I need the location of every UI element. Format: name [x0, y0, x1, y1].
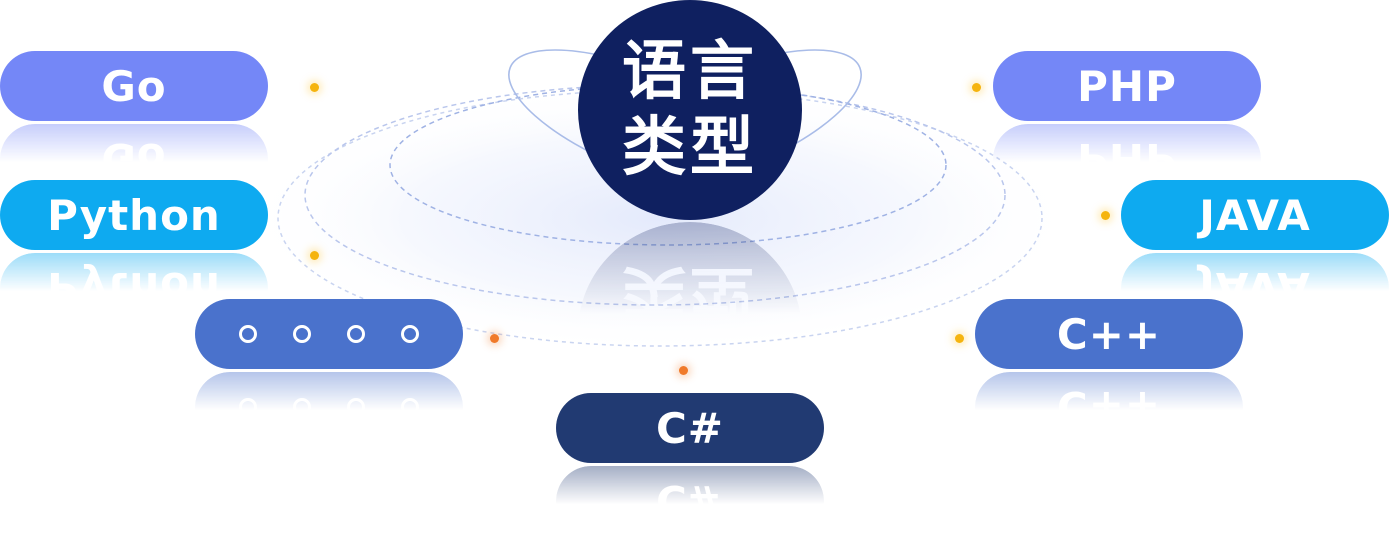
language-label-csharp: C#	[655, 403, 724, 453]
glow-disc	[240, 83, 1080, 353]
center-circle-language-types: 语言 类型	[578, 0, 802, 220]
language-label-java: JAVA	[1199, 190, 1311, 240]
language-pill-go: Go	[0, 51, 268, 121]
language-label-go: Go	[101, 61, 167, 111]
language-pill-java: JAVA	[1121, 180, 1389, 250]
spark-dot	[955, 334, 964, 343]
spark-dot	[679, 366, 688, 375]
language-pill-cpp: C++	[975, 299, 1243, 369]
spark-dot	[1101, 211, 1110, 220]
language-pill-csharp: C#	[556, 393, 824, 463]
center-title-line2: 类型	[622, 111, 758, 185]
spark-dot	[310, 251, 319, 260]
language-pill-python: Python	[0, 180, 268, 250]
inner-ring	[389, 84, 947, 246]
spark-dot	[972, 83, 981, 92]
outer-ring	[277, 89, 1043, 347]
language-label-cpp: C++	[1056, 309, 1162, 359]
language-pill-php: PHP	[993, 51, 1261, 121]
more-ellipsis-icon	[239, 325, 419, 343]
language-label-python: Python	[47, 190, 221, 240]
language-pill-more	[195, 299, 463, 369]
center-title-line1: 语言	[622, 35, 758, 109]
middle-ring	[304, 84, 1006, 306]
language-label-php: PHP	[1077, 61, 1177, 111]
spark-dot	[490, 334, 499, 343]
spark-dot	[310, 83, 319, 92]
